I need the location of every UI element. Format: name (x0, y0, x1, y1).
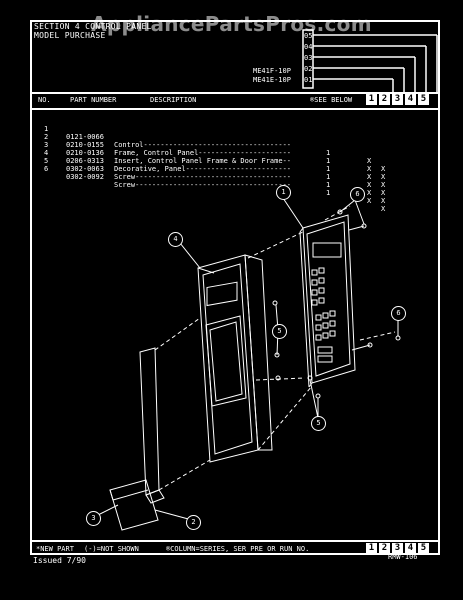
row-col1: X (367, 157, 372, 165)
row-col1: X (367, 181, 372, 189)
row-part-number: 0210-0155 (66, 141, 104, 149)
col-number-box: 5 (418, 94, 429, 105)
callout-5: 5 (272, 324, 287, 339)
column-header: NO. PART NUMBER DESCRIPTION ®SEE BELOW 1… (32, 92, 438, 110)
row-col1: X (367, 189, 372, 197)
row-no: 4 (44, 149, 49, 157)
callout-3: 3 (86, 511, 101, 526)
row-col2: X (381, 165, 386, 173)
row-description: Insert, Control Panel Frame & Door Frame… (114, 157, 292, 165)
watermark: AppliancePartsPros.com (91, 12, 372, 36)
row-part-number: 0206-0313 (66, 157, 104, 165)
row-part-number: 0210-0136 (66, 149, 104, 157)
table-row: 3 0210-0136 Insert, Control Panel Frame … (44, 133, 385, 189)
control-board (302, 214, 356, 384)
section-title: SECTION 4 CONTROL PANEL MODEL PURCHASE (34, 22, 152, 40)
series-digits: 05 04 03 02 01 (304, 31, 312, 86)
col-description: DESCRIPTION (150, 96, 197, 104)
row-col2: X (381, 181, 386, 189)
row-no: 3 (44, 141, 49, 149)
column-note: ®COLUMN=SERIES, SER PRE OR RUN NO. (166, 545, 310, 553)
series-digit: 03 (304, 54, 313, 62)
callout-2: 2 (186, 515, 201, 530)
table-row: 5 0302-0063 Screw-----------------------… (44, 149, 385, 205)
display-window (312, 242, 342, 258)
callout-4: 4 (168, 232, 183, 247)
callout-1: 1 (276, 185, 291, 200)
row-qty: 1 (326, 149, 331, 157)
col-number-box: 3 (392, 94, 403, 105)
row-col2: X (381, 205, 386, 213)
row-part-number: 0302-0063 (66, 165, 104, 173)
issued-date: Issued 7/90 (33, 556, 86, 565)
row-description: Control---------------------------------… (114, 141, 292, 149)
footer-number-box: 4 (405, 543, 416, 554)
row-col1: X (367, 165, 372, 173)
frame-insert (139, 347, 160, 496)
series-digit: 01 (304, 76, 313, 84)
keypad-buttons (311, 267, 336, 363)
row-no: 6 (44, 165, 49, 173)
col-number-box: 1 (366, 94, 377, 105)
row-part-number: 0121-0066 (66, 133, 104, 141)
page-frame (30, 20, 440, 555)
model-label: ME41E-10P (253, 76, 291, 84)
row-no: 1 (44, 125, 49, 133)
row-no: 5 (44, 157, 49, 165)
row-qty: 1 (326, 189, 331, 197)
row-col1: X (367, 197, 372, 205)
callout-6: 6 (350, 187, 365, 202)
new-part-note: *NEW PART (36, 545, 74, 553)
row-col2: X (381, 173, 386, 181)
callout-5-lower: 5 (311, 416, 326, 431)
row-description: Decorative, Panel-----------------------… (114, 165, 292, 173)
footer-number-box: 2 (379, 543, 390, 554)
table-row: 4 0206-0313 Decorative, Panel-----------… (44, 141, 385, 197)
footer-number-box: 5 (418, 543, 429, 554)
row-part-number: 0302-0092 (66, 173, 104, 181)
col-no: NO. (38, 96, 51, 104)
insert-base (109, 479, 159, 531)
col-number-box: 2 (379, 94, 390, 105)
row-qty: 1 (326, 157, 331, 165)
row-col2: X (381, 197, 386, 205)
model-label: ME41F-10P (253, 67, 291, 75)
screws (272, 209, 401, 399)
row-qty: 1 (326, 181, 331, 189)
footer-number-box: 3 (392, 543, 403, 554)
col-number-box: 4 (405, 94, 416, 105)
series-digit: 02 (304, 65, 313, 73)
row-no: 2 (44, 133, 49, 141)
series-digit: 04 (304, 43, 313, 51)
row-qty: 1 (326, 173, 331, 181)
row-description: Screw-----------------------------------… (114, 173, 292, 181)
table-row: 6 0302-0092 Screw-----------------------… (44, 157, 385, 213)
row-description: Screw-----------------------------------… (114, 181, 292, 189)
row-description: Frame, Control Panel--------------------… (114, 149, 292, 157)
not-shown-note: (-)=NOT SHOWN (84, 545, 139, 553)
series-digit: 05 (304, 32, 313, 40)
row-col2: X (381, 189, 386, 197)
table-row: 2 0210-0155 Frame, Control Panel--------… (44, 125, 385, 181)
document-code: RMW-106 (388, 553, 418, 561)
footer-number-box: 1 (366, 543, 377, 554)
col-see-below: ®SEE BELOW (310, 96, 353, 104)
col-part-number: PART NUMBER (70, 96, 117, 104)
callout-6-lower: 6 (391, 306, 406, 321)
row-qty: 1 (326, 165, 331, 173)
table-row: 1 0121-0066 Control---------------------… (44, 117, 385, 173)
footer-bar: *NEW PART (-)=NOT SHOWN ®COLUMN=SERIES, … (32, 540, 438, 555)
control-panel-frame (197, 254, 259, 463)
row-col1: X (367, 173, 372, 181)
